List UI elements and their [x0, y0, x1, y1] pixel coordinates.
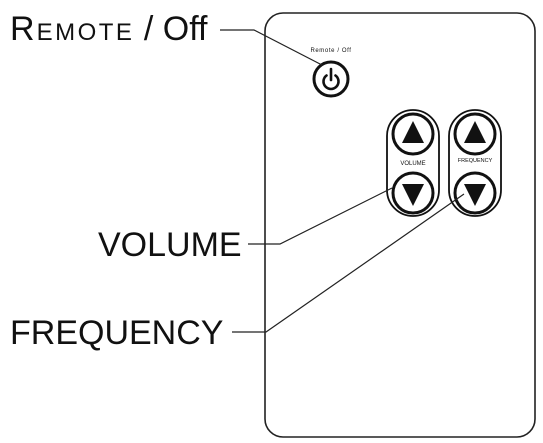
- frequency-panel-label: FREQUENCY: [458, 158, 493, 164]
- volume-leader-line: [248, 187, 393, 245]
- frequency-up-button[interactable]: [453, 112, 497, 156]
- volume-panel-label: VOLUME: [400, 161, 425, 167]
- power-icon: [322, 67, 340, 91]
- remote-off-callout: REMOTE / Off: [10, 10, 208, 48]
- power-button[interactable]: [312, 60, 350, 98]
- up-triangle-icon: [464, 121, 486, 143]
- frequency-rocker[interactable]: FREQUENCY: [448, 109, 502, 217]
- frequency-callout: FREQUENCY: [10, 314, 223, 352]
- frequency-down-button[interactable]: [453, 171, 497, 215]
- up-triangle-icon: [402, 121, 424, 143]
- volume-up-button[interactable]: [391, 112, 435, 156]
- volume-down-button[interactable]: [391, 171, 435, 215]
- power-label: Remote / Off: [310, 48, 351, 54]
- down-triangle-icon: [464, 184, 486, 206]
- remote-leader-line: [220, 29, 323, 66]
- down-triangle-icon: [402, 184, 424, 206]
- remote-body: [264, 12, 536, 438]
- frequency-leader-line: [232, 193, 465, 333]
- volume-rocker[interactable]: VOLUME: [386, 109, 440, 217]
- volume-callout: VOLUME: [98, 226, 242, 264]
